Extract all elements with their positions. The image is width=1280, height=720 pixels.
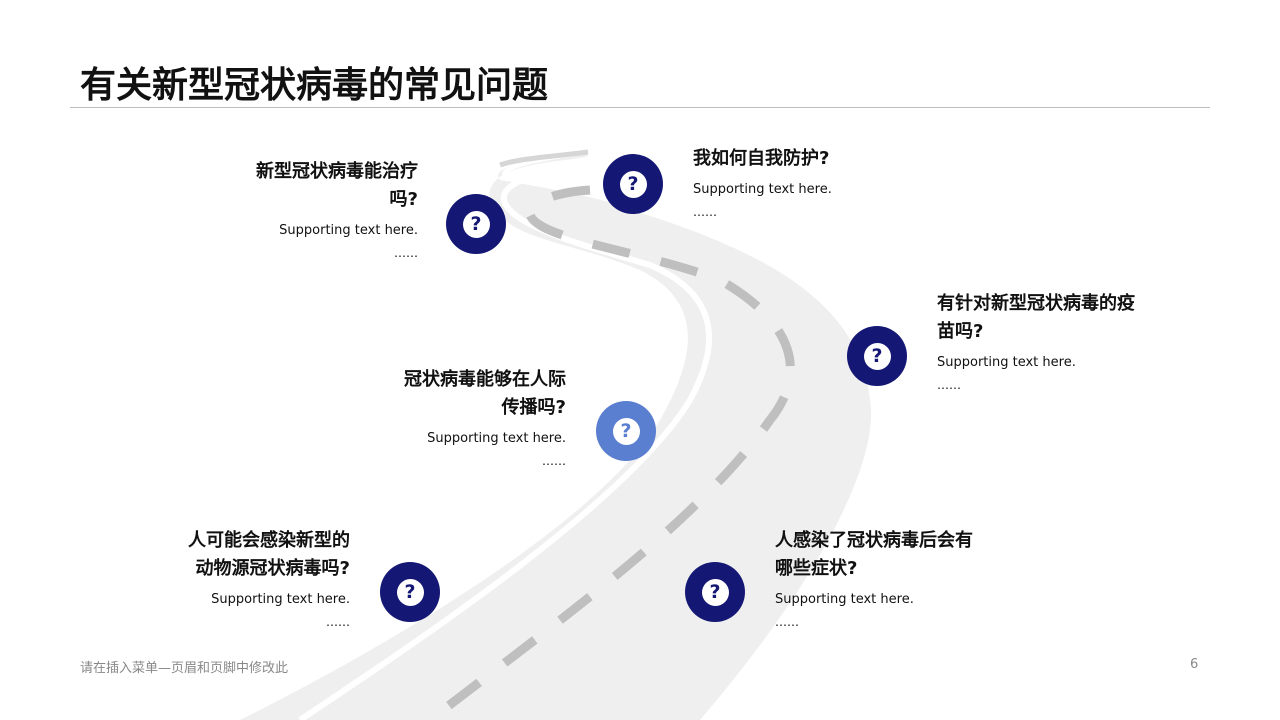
- question-card-5: 人可能会感染新型的 动物源冠状病毒吗? Supporting text here…: [150, 527, 350, 631]
- page-title: 有关新型冠状病毒的常见问题: [80, 65, 549, 106]
- question-mark-icon: ?: [619, 170, 647, 198]
- question-more: ……: [775, 615, 799, 629]
- question-title: 冠状病毒能够在人际 传播吗?: [404, 369, 566, 418]
- question-mark-icon: ?: [612, 417, 640, 445]
- question-body: Supporting text here.: [279, 223, 418, 238]
- question-mark-icon: ?: [396, 578, 424, 606]
- marker-question-3[interactable]: ?: [847, 326, 907, 386]
- question-card-6: 人感染了冠状病毒后会有 哪些症状? Supporting text here. …: [775, 527, 1015, 631]
- question-title: 有针对新型冠状病毒的疫 苗吗?: [937, 293, 1135, 342]
- footer-text: 请在插入菜单—页眉和页脚中修改此: [80, 661, 289, 676]
- question-card-1: 新型冠状病毒能治疗 吗? Supporting text here. ……: [216, 158, 418, 262]
- question-title: 新型冠状病毒能治疗 吗?: [256, 161, 418, 210]
- question-mark-icon: ?: [701, 578, 729, 606]
- question-mark-icon: ?: [863, 342, 891, 370]
- title-divider: [70, 107, 1210, 108]
- question-body: Supporting text here.: [427, 431, 566, 446]
- marker-question-6[interactable]: ?: [685, 562, 745, 622]
- question-more: ……: [326, 615, 350, 629]
- road-horizon-curl: [499, 149, 589, 168]
- question-body: Supporting text here.: [693, 182, 832, 197]
- question-card-2: 我如何自我防护? Supporting text here. ……: [693, 145, 953, 221]
- road-edge-left: [298, 162, 712, 720]
- question-more: ……: [937, 378, 961, 392]
- question-title: 人可能会感染新型的 动物源冠状病毒吗?: [188, 530, 350, 579]
- question-body: Supporting text here.: [937, 355, 1076, 370]
- road-edge-right: [502, 147, 883, 720]
- question-card-4: 冠状病毒能够在人际 传播吗? Supporting text here. ……: [356, 366, 566, 470]
- marker-question-1[interactable]: ?: [446, 194, 506, 254]
- question-body: Supporting text here.: [775, 592, 914, 607]
- question-body: Supporting text here.: [211, 592, 350, 607]
- marker-question-5[interactable]: ?: [380, 562, 440, 622]
- question-more: ……: [693, 205, 717, 219]
- question-title: 我如何自我防护?: [693, 148, 830, 169]
- question-more: ……: [542, 454, 566, 468]
- question-card-3: 有针对新型冠状病毒的疫 苗吗? Supporting text here. ……: [937, 290, 1177, 394]
- question-title: 人感染了冠状病毒后会有 哪些症状?: [775, 530, 973, 579]
- question-mark-icon: ?: [462, 210, 490, 238]
- marker-question-4[interactable]: ?: [596, 401, 656, 461]
- page-number: 6: [1190, 657, 1199, 672]
- question-more: ……: [394, 246, 418, 260]
- marker-question-2[interactable]: ?: [603, 154, 663, 214]
